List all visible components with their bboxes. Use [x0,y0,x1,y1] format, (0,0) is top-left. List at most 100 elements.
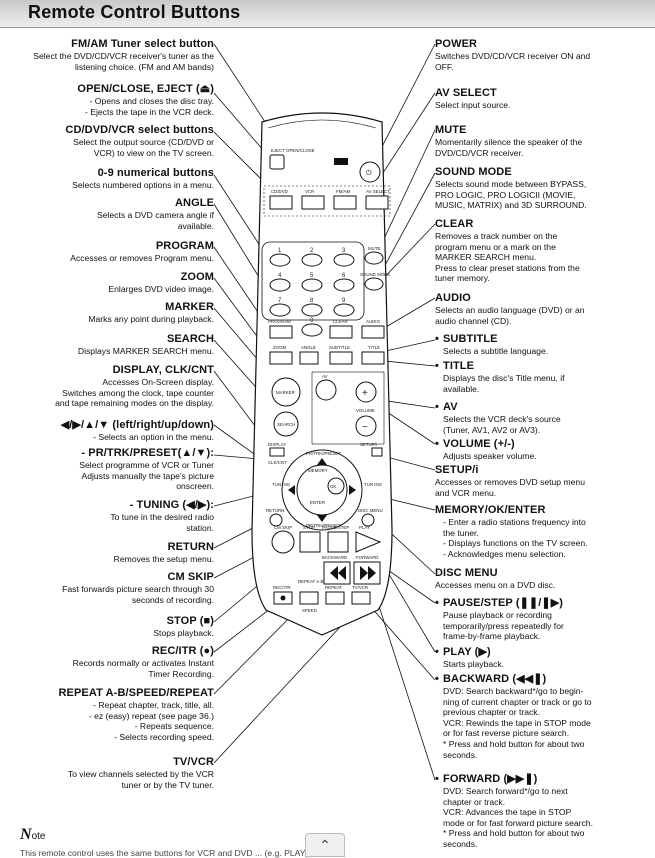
pause-step-button [327,531,349,553]
av-button [315,379,337,401]
desc-stop: STOP (■) Stops playback. [153,615,214,638]
desc-memory: MEMORY/OK/ENTER - Enter a radio stations… [435,504,588,559]
ok-button [327,477,345,495]
svg-text:ENTER: ENTER [310,500,325,505]
desc-search: SEARCH Displays MARKER SEARCH menu. [77,333,214,356]
desc-av: AV Selects the VCR deck's source (Tuner,… [435,401,635,435]
tv-vcr-button [351,591,371,605]
svg-text:DISC MENU: DISC MENU [358,508,383,513]
scroll-up-button[interactable]: ⌃ [305,833,345,857]
left-arrow-icon [288,485,295,495]
desc-return: RETURN Removes the setup menu. [113,541,214,564]
cd-dvd-button [269,195,293,210]
display-button [269,447,285,457]
svg-text:SETUP/i: SETUP/i [360,442,377,447]
svg-text:CLEAR: CLEAR [333,319,348,324]
note-icon: N [20,826,32,843]
svg-text:REC/ITR: REC/ITR [273,585,291,590]
svg-text:AUDIO: AUDIO [366,319,380,324]
note-text: This remote control uses the same button… [20,848,311,858]
svg-text:STOP: STOP [303,525,315,530]
play-button [355,531,382,553]
svg-text:VOLUME: VOLUME [356,408,375,413]
svg-text:5: 5 [310,273,314,279]
fmam-label: FM/AM [336,189,350,194]
desc-zoom: ZOOM Enlarges DVD video image. [108,271,214,294]
desc-mute: MUTE Momentarily silence the speaker of … [435,124,583,158]
svg-text:MEMORY: MEMORY [308,468,328,473]
stop-button [299,531,321,553]
marker-button [271,377,301,407]
clear-button [329,325,353,339]
right-arrow-icon [349,485,356,495]
zoom-button [269,351,293,365]
desc-program: PROGRAM Accesses or removes Program menu… [70,240,214,263]
desc-backward: BACKWARD (◀◀❚) DVD: Search backward*/go … [435,673,635,760]
fmam-button [333,195,357,210]
svg-text:9: 9 [342,298,346,304]
desc-setup: SETUP/i Accesses or removes DVD setup me… [435,464,585,498]
volume-down-button [355,415,377,437]
volume-up-button [355,381,377,403]
svg-text:PLAY: PLAY [359,525,370,530]
svg-text:TITLE: TITLE [368,345,380,350]
vcr-label: VCR [305,189,314,194]
audio-button [361,325,385,339]
desc-title: TITLE Displays the disc's Title menu, if… [435,360,635,394]
desc-fmam: FM/AM Tuner select button Select the DVD… [20,38,214,72]
subtitle-button [329,351,353,365]
desc-clear: CLEAR Removes a track number on the prog… [435,218,580,284]
mute-button [364,251,384,265]
note-heading: Note [20,826,45,844]
angle-button [299,351,319,365]
svg-text:SPEED: SPEED [302,608,317,613]
svg-text:SOUND MODE: SOUND MODE [360,272,390,277]
desc-audio: AUDIO Selects an audio language (DVD) or… [435,292,585,326]
sound-mode-button [364,277,384,291]
eject-label: EJECT OPEN/CLOSE [271,148,315,153]
svg-text:RETURN: RETURN [266,508,284,513]
ir-window [334,158,348,165]
desc-numerical: 0-9 numerical buttons Selects numbered o… [72,167,214,190]
svg-text:TUN ING: TUN ING [272,482,291,487]
desc-tuning: - TUNING (◀/▶): To tune in the desired r… [110,499,214,533]
desc-arrows: ◀/▶/▲/▼ (left/right/up/down) - Selects a… [60,419,214,442]
svg-text:AV: AV [322,374,328,379]
desc-volume: VOLUME (+/-) Adjusts speaker volume. [435,438,635,462]
desc-cm-skip: CM SKIP Fast forwards picture search thr… [62,571,214,605]
title-button [361,351,385,365]
svg-text:REPEAT A-B: REPEAT A-B [298,579,324,584]
desc-angle: ANGLE Selects a DVD camera angle if avai… [96,197,214,231]
repeat-ab-button [299,591,319,605]
svg-text:DISPLAY: DISPLAY [268,442,286,447]
svg-text:PR/TRK/PRESET: PR/TRK/PRESET [306,523,341,528]
svg-text:OK: OK [330,484,336,489]
cm-skip-button [271,530,295,554]
desc-open-close: OPEN/CLOSE, EJECT (⏏) - Opens and closes… [77,83,214,117]
svg-text:SEARCH: SEARCH [277,422,295,427]
eject-button [269,154,285,170]
svg-text:1: 1 [278,248,282,254]
svg-text:SUBTITLE: SUBTITLE [329,345,350,350]
desc-play: PLAY (▶) Starts playback. [435,646,635,670]
desc-power: POWER Switches DVD/CD/VCR receiver ON an… [435,38,591,72]
svg-text:PROGRAM: PROGRAM [268,319,291,324]
svg-text:0: 0 [310,318,314,324]
svg-text:ANGLE: ANGLE [301,345,316,350]
svg-text:−: − [362,422,368,433]
svg-text:TUN ING: TUN ING [364,482,383,487]
vcr-button [301,195,325,210]
chevron-up-icon: ⌃ [319,837,331,853]
repeat-button [325,591,345,605]
desc-tv-vcr: TV/VCR To view channels selected by the … [67,756,214,790]
desc-display: DISPLAY, CLK/CNT Accesses On-Screen disp… [55,364,214,409]
svg-text:3: 3 [342,248,346,254]
svg-text:REPEAT: REPEAT [325,585,343,590]
search-button [273,411,299,437]
svg-text:2: 2 [310,248,314,254]
svg-text:4: 4 [278,273,282,279]
page-title: Remote Control Buttons [28,2,241,22]
svg-text:PR/TRK/PRESET: PR/TRK/PRESET [306,451,341,456]
svg-text:MUTE: MUTE [368,246,381,251]
program-button [269,325,293,339]
